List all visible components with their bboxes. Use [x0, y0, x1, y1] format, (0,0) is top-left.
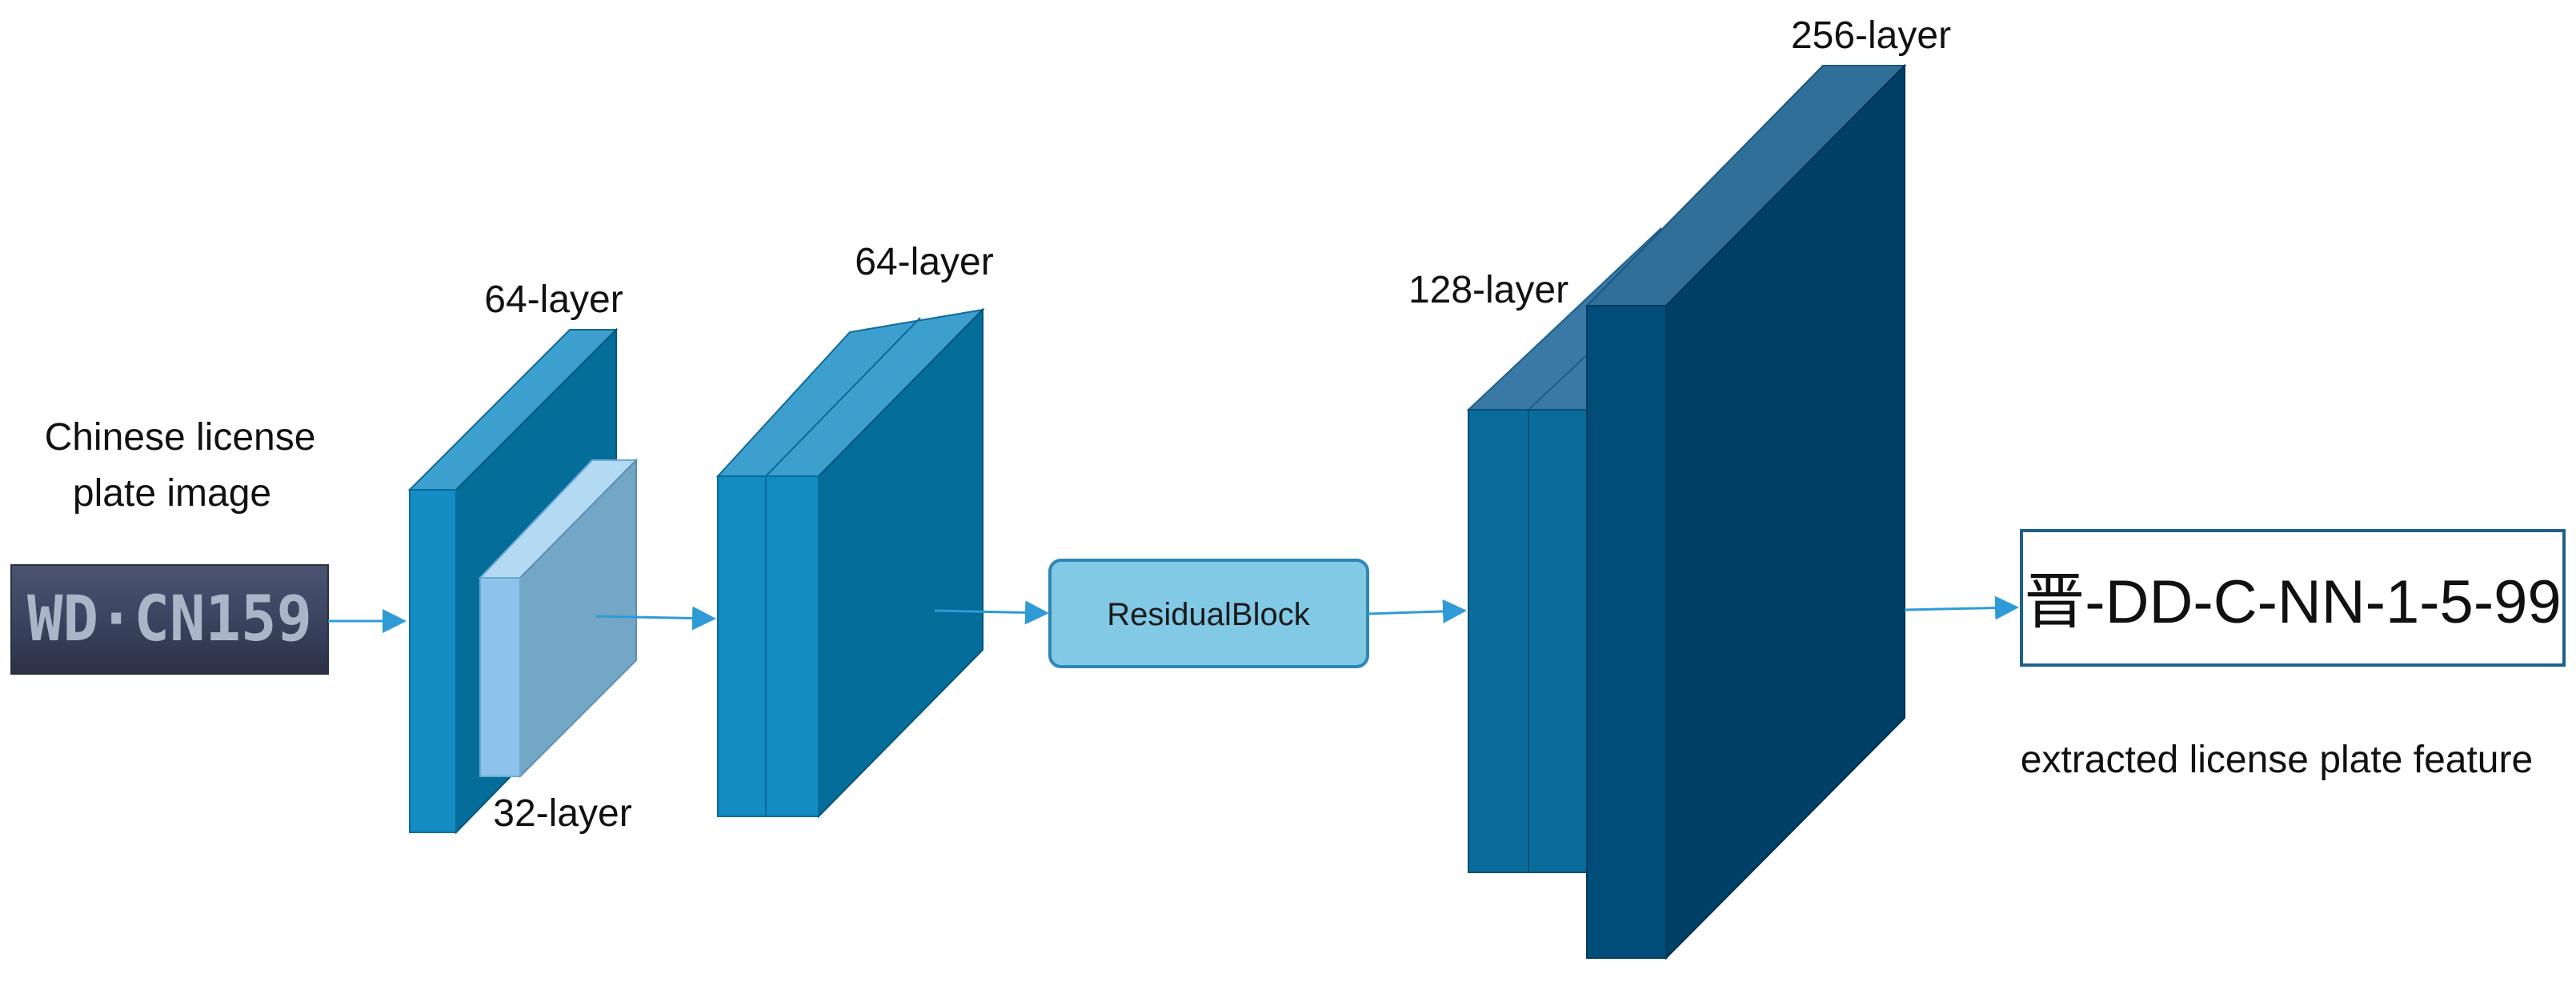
input-label-line-1: Chinese license [45, 416, 316, 459]
block-256-front-face [1586, 305, 1667, 959]
output-plate-text: 晋-DD-C-NN-1-5-99 [2024, 568, 2561, 636]
block-128-front-face-2 [1528, 409, 1588, 873]
residual-block: ResidualBlock [1048, 559, 1369, 668]
plate-characters: WD·CN159 [27, 583, 312, 655]
plate-background [11, 565, 328, 674]
residual-block-label: ResidualBlock [1107, 597, 1310, 632]
output-box-frame [2020, 529, 2566, 667]
conv-block-32 [478, 458, 639, 779]
conv-block-256 [1584, 63, 1907, 960]
output-box: 晋-DD-C-NN-1-5-99 [2020, 529, 2566, 667]
block-64b-front-face-2 [765, 475, 819, 817]
label-64-layer-second: 64-layer [855, 241, 993, 283]
block-64b-front-face-1 [717, 475, 767, 817]
arrow-block4-to-output [1904, 595, 2019, 620]
input-label-line-2: plate image [73, 472, 271, 515]
label-64-layer-first: 64-layer [484, 279, 623, 321]
block-32-front-face [479, 577, 521, 777]
label-256-layer: 256-layer [1791, 14, 1951, 57]
arrow-block2-to-residual [934, 600, 1049, 625]
arrow-residual-to-block3 [1367, 599, 1467, 623]
block-64-front-face [409, 489, 457, 833]
input-label: Chinese license plate image [45, 416, 316, 515]
conv-block-64-second [715, 307, 985, 819]
label-extracted-feature: extracted license plate feature [2021, 739, 2533, 781]
block-128-front-face-1 [1468, 409, 1529, 873]
license-plate-image: WD·CN159 [10, 564, 329, 675]
conv-block-128 [1466, 226, 1661, 873]
label-32-layer: 32-layer [493, 792, 631, 835]
label-128-layer: 128-layer [1408, 269, 1568, 311]
arrow-block1-to-block2 [595, 606, 716, 631]
flow-arrows [328, 595, 2019, 633]
